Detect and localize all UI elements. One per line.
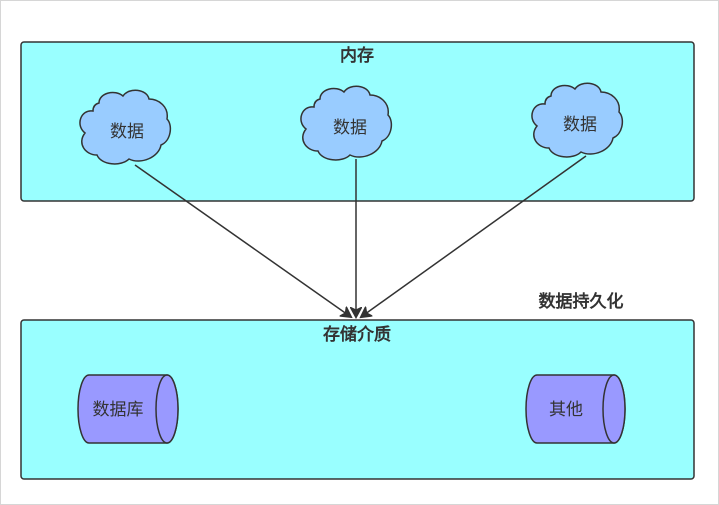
cloud-data-1[interactable]: 数据 <box>79 89 172 165</box>
cloud-shape <box>79 89 172 165</box>
storage-container[interactable]: 存储介质 <box>20 319 695 480</box>
arrow-cloud3-to-storage <box>361 155 587 317</box>
cylinder-cap <box>155 374 179 444</box>
cylinder-label: 数据库 <box>93 400 144 420</box>
memory-title: 内存 <box>340 45 374 66</box>
persistence-label: 数据持久化 <box>539 291 624 312</box>
storage-title: 存储介质 <box>323 324 391 345</box>
cloud-shape <box>300 85 393 161</box>
cloud-data-2[interactable]: 数据 <box>300 85 393 161</box>
cylinder-database[interactable]: 数据库 <box>77 374 179 444</box>
cloud-label: 数据 <box>563 115 597 135</box>
cloud-label: 数据 <box>110 122 144 142</box>
cloud-data-3[interactable]: 数据 <box>531 82 624 158</box>
cylinder-other[interactable]: 其他 <box>525 374 626 444</box>
cylinder-label: 其他 <box>549 400 583 420</box>
cylinder-cap <box>602 374 626 444</box>
cloud-shape <box>531 82 624 158</box>
storage-box <box>20 319 695 480</box>
cloud-label: 数据 <box>333 118 367 138</box>
arrow-cloud1-to-storage <box>134 164 351 317</box>
